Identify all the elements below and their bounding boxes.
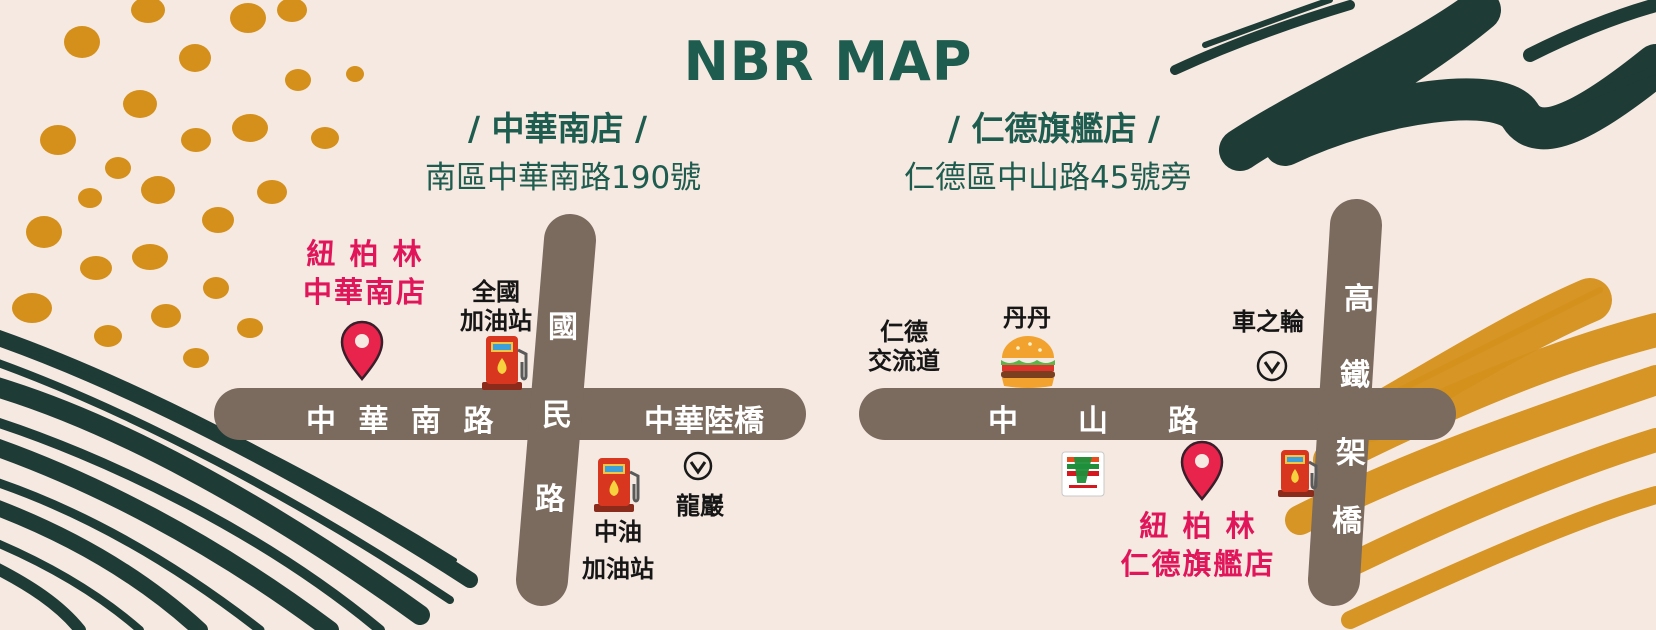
- landmark-dandan: 丹丹: [1003, 304, 1051, 332]
- seven-eleven-logo: [1061, 451, 1105, 497]
- map-pin-icon: [1180, 440, 1224, 501]
- landmark-label-line: 中油: [594, 518, 642, 546]
- road-hsr-overpass: [1308, 199, 1382, 606]
- landmark-label-line: 加油站: [460, 307, 532, 336]
- burger-icon: [1001, 336, 1055, 388]
- road-label-zhonghua-overpass: 中華陸橋: [644, 404, 764, 439]
- dark-brush-strokes-left: [0, 330, 478, 630]
- road-label-guomin-1: 國: [548, 310, 578, 345]
- road-label-hsr-1: 高: [1344, 282, 1374, 317]
- landmark-label-line: 仁德: [880, 318, 928, 346]
- store-heading-rende-flagship: / 仁德旗艦店 /: [948, 109, 1161, 148]
- road-label-zhonghua-south: 中 華 南 路: [306, 404, 500, 439]
- map-pin-icon: [340, 320, 384, 381]
- gas-station-icon: [594, 458, 640, 512]
- road-label-hsr-3: 架: [1336, 436, 1366, 471]
- down-chevron-circle-icon: [683, 451, 713, 481]
- road-label-hsr-2: 鐵: [1340, 358, 1370, 393]
- landmark-rende-interchange: 仁德 交流道: [860, 318, 948, 377]
- road-label-zhongshan: 中 山 路: [988, 404, 1198, 439]
- landmark-gas-station-quanguo: 全國 加油站: [454, 278, 538, 337]
- store-branch-name: 仁德旗艦店: [1120, 546, 1276, 581]
- landmark-gas-station-cpc: 中油 加油站: [572, 514, 664, 588]
- store-heading-zhonghua-south: / 中華南店 /: [468, 109, 648, 148]
- road-guomin: [516, 214, 596, 606]
- down-chevron-circle-icon: [1256, 350, 1288, 382]
- store-brand-name: 紐 柏 林: [306, 237, 424, 271]
- landmark-label-line: 交流道: [868, 347, 940, 376]
- road-label-guomin-2: 民: [542, 398, 572, 433]
- landmark-label-line: 全國: [472, 278, 520, 306]
- store-pin-label: 紐 柏 林 中華南店: [285, 236, 445, 311]
- store-address-rende-flagship: 仁德區中山路45號旁: [904, 160, 1192, 196]
- road-label-hsr-4: 橋: [1332, 504, 1362, 539]
- dark-brush-zigzag-right: [1170, 0, 1656, 171]
- landmark-label-line: 加油站: [582, 555, 654, 584]
- gas-station-icon: [482, 336, 528, 390]
- gas-station-icon: [1278, 450, 1318, 497]
- landmark-chezhilun: 車之輪: [1232, 308, 1304, 336]
- landmark-longyan: 龍巖: [676, 492, 724, 520]
- mustard-dots-decoration: [12, 0, 364, 368]
- store-brand-name: 紐 柏 林: [1139, 509, 1257, 543]
- store-branch-name: 中華南店: [302, 274, 427, 309]
- road-label-guomin-3: 路: [535, 482, 565, 517]
- store-pin-label: 紐 柏 林 仁德旗艦店: [1098, 508, 1298, 583]
- map-title: NBR MAP: [683, 30, 973, 93]
- store-address-zhonghua-south: 南區中華南路190號: [425, 160, 702, 196]
